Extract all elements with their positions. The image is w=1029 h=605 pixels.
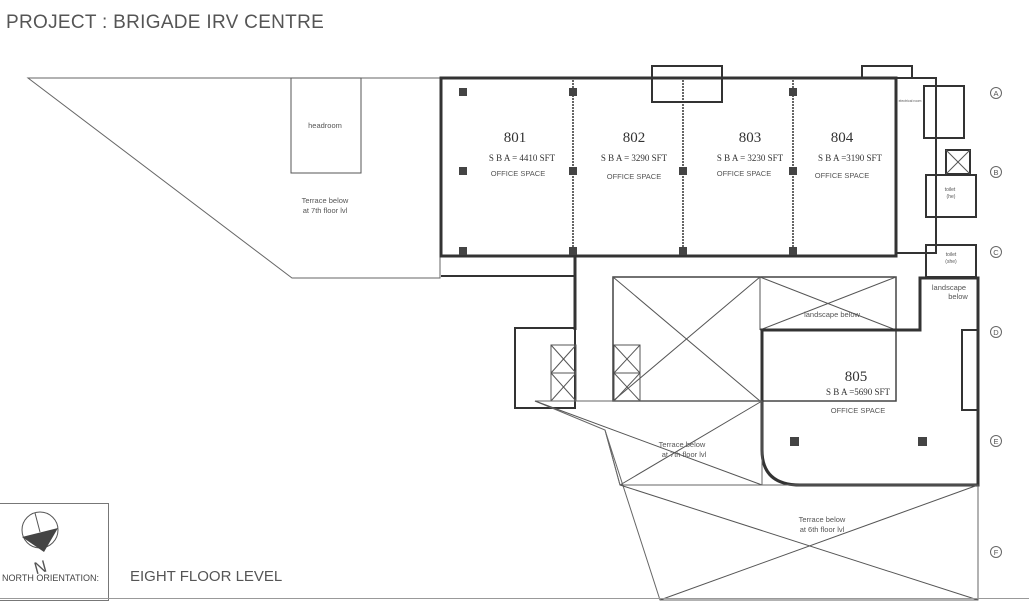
unit-804-sba: S B A =3190 SFT [818, 153, 883, 163]
floor-level-label: EIGHT FLOOR LEVEL [130, 568, 283, 585]
unit-802-sba: S B A = 3290 SFT [601, 153, 668, 163]
headroom-box [290, 77, 362, 174]
terrace-label: Terrace below [659, 440, 706, 449]
unit-804-use: OFFICE SPACE [815, 171, 869, 180]
toilet-label: (he) [947, 194, 956, 200]
landscape-label: landscape [932, 283, 966, 292]
grid-label-a: A [993, 89, 998, 98]
headroom-label: headroom [308, 121, 342, 130]
toilet-label: toilet [945, 187, 956, 193]
unit-802-number: 802 [623, 130, 646, 146]
toilet-label: (she) [945, 259, 957, 265]
toilet-label: toilet [946, 252, 957, 258]
unit-805-sba: S B A =5690 SFT [826, 387, 891, 397]
unit-803-use: OFFICE SPACE [717, 169, 771, 178]
grid-label-d: D [993, 328, 999, 337]
landscape-label: landscape below [804, 310, 860, 319]
terrace-label: Terrace below [302, 196, 349, 205]
unit-804-number: 804 [831, 130, 854, 146]
unit-802-use: OFFICE SPACE [607, 172, 661, 181]
unit-801-sba: S B A = 4410 SFT [489, 153, 556, 163]
columns [459, 88, 927, 446]
grid-label-f: F [994, 548, 999, 557]
bottom-border [0, 598, 1029, 599]
grid-label-c: C [993, 248, 999, 257]
north-orientation-box [0, 503, 109, 601]
electrical-room-label: electrical room [899, 99, 922, 103]
unit-805-use: OFFICE SPACE [831, 406, 885, 415]
north-letter: N [32, 557, 49, 579]
unit-801-use: OFFICE SPACE [491, 169, 545, 178]
north-orientation-label: NORTH ORIENTATION: [2, 573, 100, 583]
terrace-label: at 7th floor lvl [303, 206, 348, 215]
unit-801-number: 801 [504, 130, 527, 146]
unit-805-wall [760, 276, 980, 487]
landscape-label: below [948, 292, 968, 301]
unit-803-sba: S B A = 3230 SFT [717, 153, 784, 163]
unit-805-number: 805 [845, 369, 868, 385]
grid-label-b: B [993, 168, 998, 177]
terrace-label: at 6th floor lvl [800, 525, 845, 534]
office-strip-wall [439, 76, 898, 258]
terrace-label: at 7th floor lvl [662, 450, 707, 459]
grid-label-e: E [993, 437, 998, 446]
north-arrow-icon: N [21, 511, 59, 579]
terrace-label: Terrace below [799, 515, 846, 524]
unit-803-number: 803 [739, 130, 762, 146]
project-title: PROJECT : BRIGADE IRV CENTRE [6, 12, 325, 33]
terrace-left-outline [26, 77, 441, 279]
